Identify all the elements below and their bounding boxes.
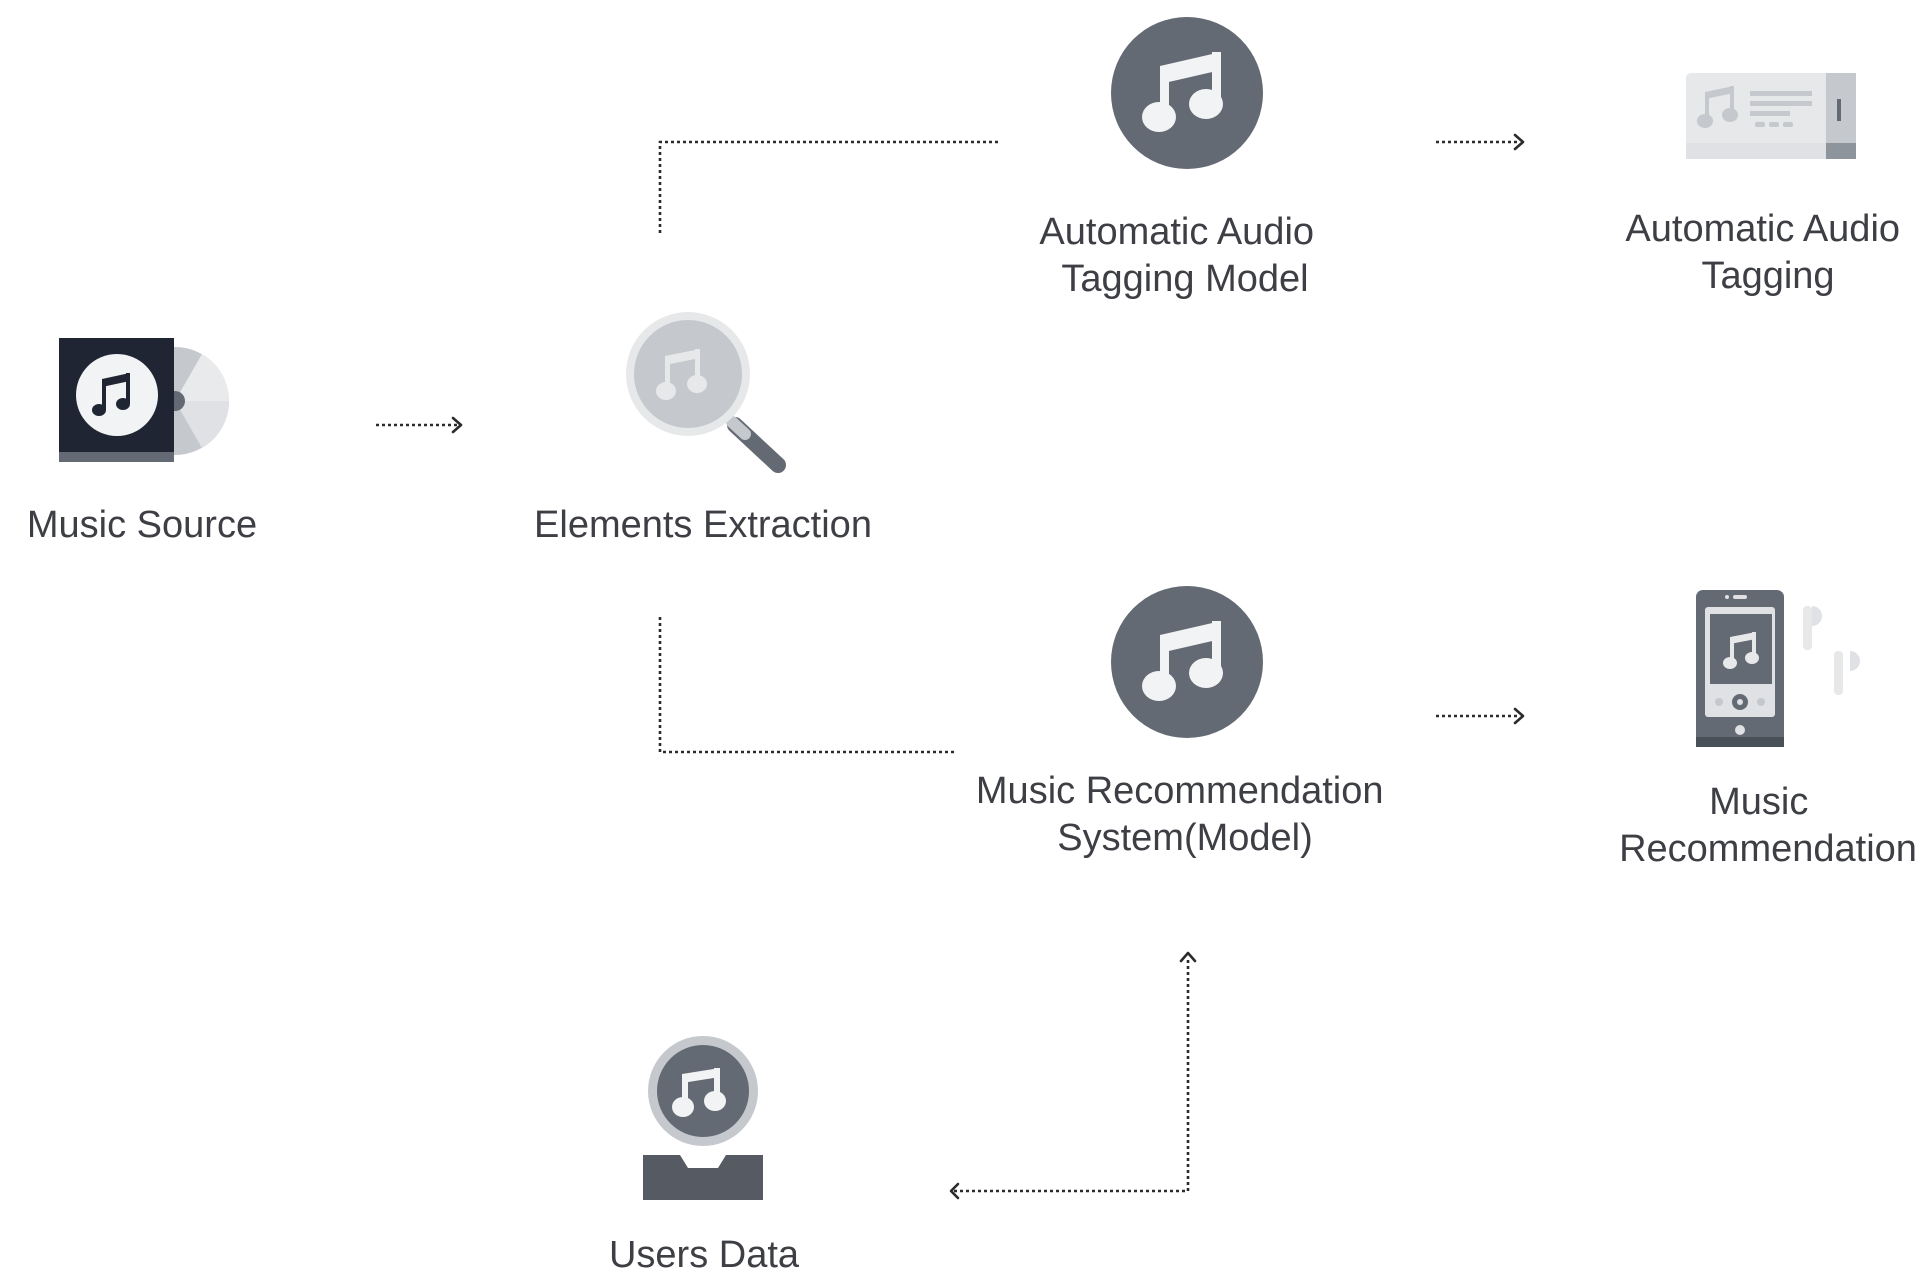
users-data-label: Users Data — [609, 1234, 800, 1272]
recommendation-model-node: Music Recommendation System(Model) — [976, 586, 1394, 859]
auto-tagging-node: Automatic Audio Tagging — [1625, 73, 1910, 297]
music-ticket-card-icon — [1686, 73, 1856, 159]
arrow-recommendation-model-to-recommendation — [1436, 707, 1525, 725]
music-note-circle-icon — [1111, 17, 1263, 169]
elements-extraction-node: Elements Extraction — [534, 312, 872, 546]
user-music-avatar-icon — [643, 1036, 763, 1200]
music-album-cd-icon — [59, 338, 230, 462]
phone-earbuds-icon — [1696, 590, 1860, 747]
elements-extraction-label: Elements Extraction — [534, 504, 872, 546]
music-source-label: Music Source — [27, 504, 257, 546]
auto-tagging-model-node: Automatic Audio Tagging Model — [1039, 17, 1324, 300]
music-recommendation-label: Music Recommendation — [1619, 781, 1917, 870]
recommendation-model-label: Music Recommendation System(Model) — [976, 770, 1394, 859]
auto-tagging-label: Automatic Audio Tagging — [1625, 208, 1910, 297]
music-source-node: Music Source — [27, 338, 257, 546]
arrow-tagging-model-to-tagging — [1436, 133, 1525, 151]
connector-extraction-to-tagging-model — [658, 140, 998, 233]
music-magnifier-icon — [626, 312, 786, 473]
music-note-circle-icon — [1111, 586, 1263, 738]
connector-extraction-to-recommendation-model — [658, 617, 956, 754]
users-data-node: Users Data — [609, 1036, 800, 1272]
music-recommendation-node: Music Recommendation — [1619, 590, 1917, 870]
connector-users-data-to-recommendation-model — [949, 951, 1197, 1200]
auto-tagging-model-label: Automatic Audio Tagging Model — [1039, 211, 1324, 300]
arrow-music-source-to-extraction — [376, 416, 463, 434]
